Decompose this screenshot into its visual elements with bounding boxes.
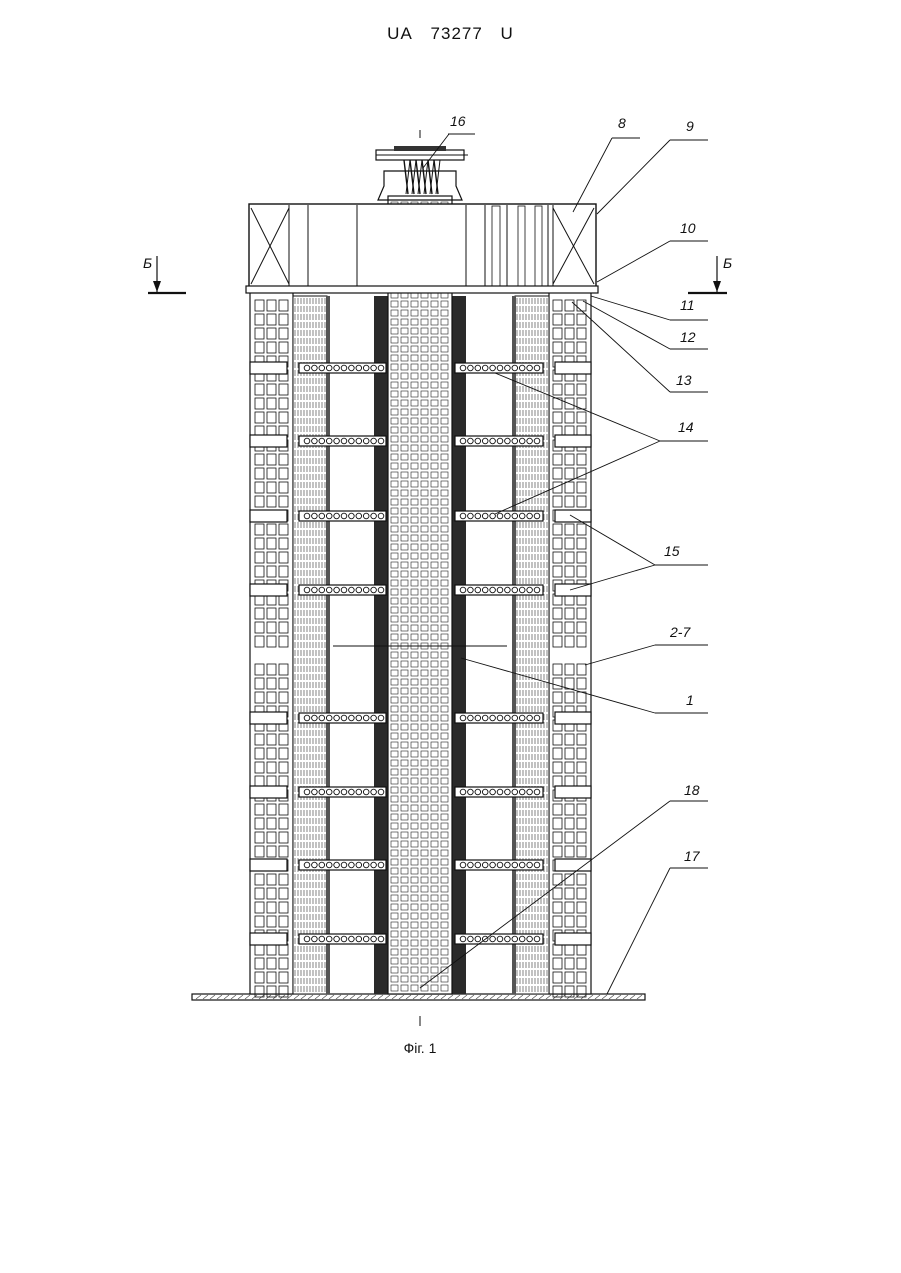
section-mark-right: Б [688, 255, 732, 293]
callout-1: 1 [686, 692, 694, 708]
roof-block [249, 204, 596, 288]
callout-14: 14 [678, 419, 694, 435]
right-mid-column [512, 296, 516, 994]
callout-2-7: 2-7 [669, 624, 691, 640]
callout-15: 15 [664, 543, 680, 559]
figure-caption: Фіг. 1 [0, 1040, 840, 1056]
right-outer-column [549, 292, 591, 994]
left-mid-column [326, 296, 330, 994]
section-label-left: Б [143, 255, 152, 271]
callout-17: 17 [684, 848, 701, 864]
right-dark-column [452, 296, 466, 994]
callout-12: 12 [680, 329, 696, 345]
left-outer-column [250, 292, 293, 994]
left-dark-column [374, 296, 388, 994]
section-mark-left: Б [143, 255, 186, 293]
roof-beam [246, 286, 598, 293]
top-head [376, 146, 468, 200]
callout-13: 13 [676, 372, 692, 388]
callout-8: 8 [618, 115, 626, 131]
callout-11: 11 [680, 297, 695, 313]
callout-18: 18 [684, 782, 700, 798]
callout-16: 16 [450, 113, 466, 129]
callout-9: 9 [686, 118, 694, 134]
section-label-right: Б [723, 255, 732, 271]
callout-10: 10 [680, 220, 696, 236]
